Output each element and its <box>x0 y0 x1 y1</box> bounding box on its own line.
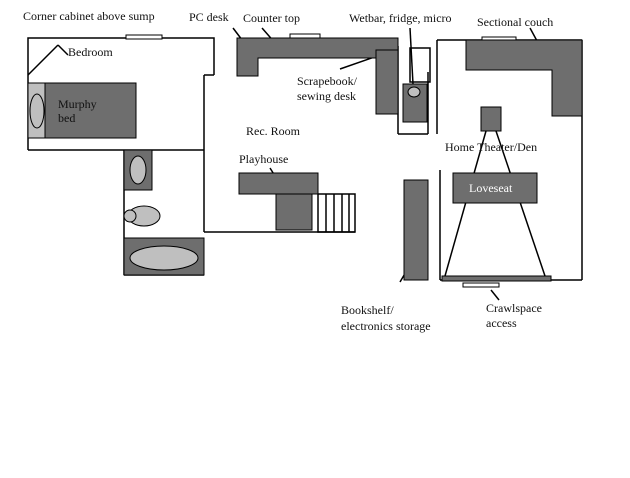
bedroom-wall-top <box>27 37 215 75</box>
playhouse-base <box>275 193 313 231</box>
rec-room-window <box>289 33 321 39</box>
corner-cabinet-label: Corner cabinet above sump <box>23 9 155 23</box>
wetbar-label: Wetbar, fridge, micro <box>349 11 452 25</box>
scrapbook-desk <box>375 49 399 115</box>
crawlspace-label-line1: Crawlspace <box>486 301 542 315</box>
rec-room-label: Rec. Room <box>246 124 300 138</box>
tv-stand <box>480 106 502 132</box>
bedroom-window <box>125 34 163 40</box>
murphy-bed-label-line2: bed <box>58 111 76 125</box>
bookshelf-label-line1: Bookshelf/ <box>341 303 394 317</box>
counter-top-label: Counter top <box>243 11 300 25</box>
bathtub <box>129 245 199 271</box>
bedroom-pointer <box>57 44 69 56</box>
scrapbook-label-line2: sewing desk <box>297 89 356 103</box>
screen <box>441 275 552 282</box>
sectional-couch-label: Sectional couch <box>477 15 554 29</box>
playhouse <box>238 172 319 195</box>
murphy-bed-label-line1: Murphy <box>58 97 97 111</box>
murphy-bed-pillow <box>29 93 45 129</box>
playhouse-label: Playhouse <box>239 152 289 166</box>
crawlspace-hatch <box>462 282 500 288</box>
bookshelf-label-line2: electronics storage <box>341 319 431 333</box>
fridge <box>409 47 431 83</box>
sectional-couch <box>465 39 583 117</box>
pc-desk-label: PC desk <box>189 10 229 24</box>
wetbar-pointer <box>409 27 414 85</box>
stairs <box>317 193 356 233</box>
crawlspace-pointer <box>490 289 500 301</box>
bedroom-label: Bedroom <box>68 45 113 59</box>
sink <box>129 155 147 185</box>
home-theater-label: Home Theater/Den <box>445 140 538 154</box>
bookshelf <box>403 179 429 281</box>
corner-cabinet-diagonal <box>27 44 59 76</box>
wetbar-sink <box>407 86 421 98</box>
crawlspace-label-line2: access <box>486 316 517 330</box>
toilet-tank <box>123 209 137 223</box>
loveseat <box>452 172 538 204</box>
scrapbook-label-line1: Scrapebook/ <box>297 74 357 88</box>
counter-top <box>236 37 399 77</box>
murphy-bed <box>44 82 137 139</box>
loveseat-label: Loveseat <box>469 181 513 195</box>
